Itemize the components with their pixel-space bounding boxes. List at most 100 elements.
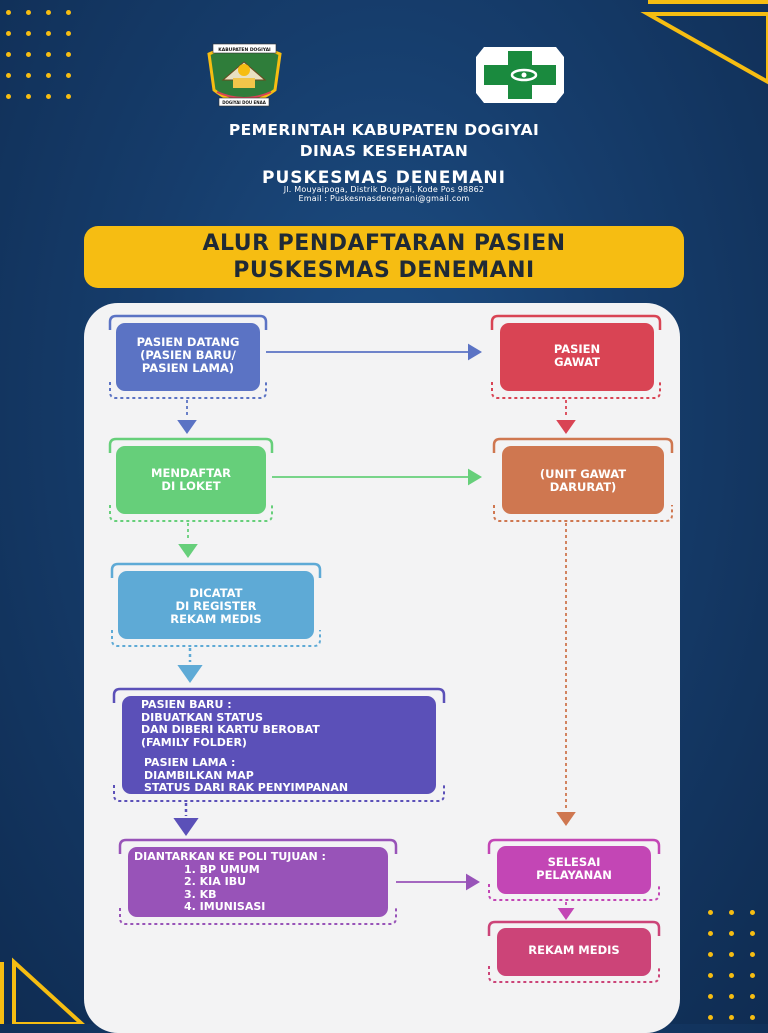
decorative-dot (729, 994, 734, 999)
title-banner: ALUR PENDAFTARAN PASIEN PUSKESMAS DENEMA… (84, 226, 684, 288)
arrow-poli-to-selesai-head (466, 873, 480, 891)
header: KABUPATEN DOGIYAI DOGIYAI DOU ENAA PEMER… (0, 0, 768, 220)
node-pasien-gawat-line: PASIEN (553, 342, 601, 356)
node-dicatat-line: DI REGISTER (175, 599, 257, 613)
node-pasien-baru-line: DIBUATKAN STATUS (141, 710, 264, 724)
node-ugd-text: (UNIT GAWAT DARURAT) (502, 468, 664, 494)
decorative-dot (26, 52, 31, 57)
header-address: Jl. Mouyaipoga, Distrik Dogiyai, Kode Po… (283, 185, 485, 194)
node-poli-text: DIANTARKAN KE POLI TUJUAN : 1. BP UMUM 2… (134, 850, 394, 914)
node-selesai-bracket-bottom (488, 884, 660, 901)
decorative-dot (46, 94, 51, 99)
node-pasien-datang-line: (PASIEN BARU/ (140, 348, 236, 362)
node-dicatat-bracket-top (110, 562, 322, 578)
node-dicatat-box (118, 571, 314, 639)
node-rekam-bracket-top (487, 920, 661, 936)
corner-triangle-top-right (640, 0, 768, 85)
node-selesai-line: SELESAI (547, 855, 601, 869)
decorative-dot (46, 73, 51, 78)
node-dicatat-bracket-bottom (111, 630, 321, 647)
decorative-dot (66, 31, 71, 36)
decorative-dot (708, 931, 713, 936)
decorative-dot (66, 73, 71, 78)
node-mendaftar-text: MENDAFTAR DI LOKET (116, 467, 266, 493)
node-ugd-bracket-bottom (493, 505, 673, 522)
node-poli-item: 1. BP UMUM (184, 862, 260, 876)
decorative-dot (6, 73, 11, 78)
decorative-dot (750, 931, 755, 936)
node-pasien-baru-line: PASIEN BARU : (141, 698, 232, 711)
node-pasien_datang-bracket-top (108, 314, 268, 330)
node-rekam-bracket-bottom (488, 966, 660, 983)
decorative-dot (26, 10, 31, 15)
decorative-dot (708, 973, 713, 978)
node-pasien_gawat-box (500, 323, 654, 391)
title-line-2: PUSKESMAS DENEMANI (233, 258, 535, 283)
decorative-dot (750, 994, 755, 999)
kabupaten-dogiyai-emblem-icon: KABUPATEN DOGIYAI DOGIYAI DOU ENAA (207, 43, 282, 107)
node-poli-bracket-bottom (119, 908, 397, 925)
puskesmas-cross-icon (476, 47, 564, 103)
arrow-status-to-poli-head (173, 818, 199, 836)
node-selesai-bracket-top (487, 838, 661, 854)
node-pasien-gawat-line: GAWAT (554, 355, 600, 369)
decorative-dot (750, 910, 755, 915)
node-pasien-gawat-text: PASIEN GAWAT (500, 343, 654, 369)
node-pasien_gawat-bracket-top (490, 314, 662, 330)
node-rekam-text: REKAM MEDIS (497, 944, 651, 957)
node-pasien_baru-box (122, 696, 436, 794)
decorative-dot (729, 910, 734, 915)
decorative-dot (66, 94, 71, 99)
node-pasien_gawat-bracket-bottom (491, 382, 661, 399)
node-selesai-box (497, 846, 651, 894)
node-selesai-line: PELAYANAN (536, 868, 612, 882)
decorative-dot (26, 73, 31, 78)
node-pasien_datang-bracket-bottom (109, 382, 267, 399)
node-poli-item: 4. IMUNISASI (184, 900, 266, 913)
decorative-dot (6, 31, 11, 36)
node-mendaftar-line: DI LOKET (161, 479, 221, 493)
node-ugd-box (502, 446, 664, 514)
arrow-selesai-to-rekam-head (557, 908, 575, 920)
arrow-loket-to-ugd-head (468, 468, 482, 486)
node-poli-box (128, 847, 388, 917)
node-pasien-baru-line: DAN DIBERI KARTU BEROBAT (141, 723, 320, 736)
decorative-dot (729, 931, 734, 936)
decorative-dot (708, 1015, 713, 1020)
emblem-banner-text: KABUPATEN DOGIYAI (218, 47, 271, 53)
node-pasien-datang-line: PASIEN DATANG (136, 335, 240, 349)
arrow-ugd-to-selesai-head (556, 812, 576, 826)
node-pasien-lama-line: PASIEN LAMA : (144, 756, 236, 769)
arrow-gawat-to-ugd-head (556, 420, 576, 434)
decorative-dot (750, 952, 755, 957)
node-mendaftar-bracket-bottom (109, 505, 273, 522)
title-line-1: ALUR PENDAFTARAN PASIEN (202, 231, 566, 256)
decorative-dot (6, 94, 11, 99)
header-email: Email : Puskesmasdenemani@gmail.com (298, 194, 470, 203)
decorative-dot (26, 94, 31, 99)
node-mendaftar-bracket-top (108, 437, 274, 453)
arrow-datang-to-loket-head (177, 420, 197, 434)
node-dicatat-text: DICATAT DI REGISTER REKAM MEDIS (118, 587, 314, 626)
decorative-dot (46, 31, 51, 36)
decorative-dot (66, 52, 71, 57)
decorative-dot (750, 1015, 755, 1020)
decorative-dot (729, 973, 734, 978)
node-selesai-text: SELESAI PELAYANAN (497, 856, 651, 882)
node-pasien-baru-text: PASIEN BARU : DIBUATKAN STATUS DAN DIBER… (141, 698, 431, 795)
node-pasien_baru-bracket-top (112, 687, 446, 703)
node-pasien-lama-line: STATUS DARI RAK PENYIMPANAN (144, 781, 349, 794)
node-pasien-baru-line: (FAMILY FOLDER) (141, 735, 247, 749)
decorative-dot (66, 10, 71, 15)
node-poli-item: 3. KB (184, 887, 217, 901)
node-ugd-line: (UNIT GAWAT (539, 467, 627, 481)
decorative-dot (46, 52, 51, 57)
node-pasien-datang-text: PASIEN DATANG (PASIEN BARU/ PASIEN LAMA) (116, 336, 260, 375)
header-government-line: PEMERINTAH KABUPATEN DOGIYAI (228, 121, 540, 139)
node-poli-bracket-top (118, 838, 398, 854)
arrow-register-to-status-head (177, 665, 203, 683)
node-ugd-line: DARURAT) (549, 480, 617, 494)
node-dicatat-line: REKAM MEDIS (170, 612, 262, 626)
